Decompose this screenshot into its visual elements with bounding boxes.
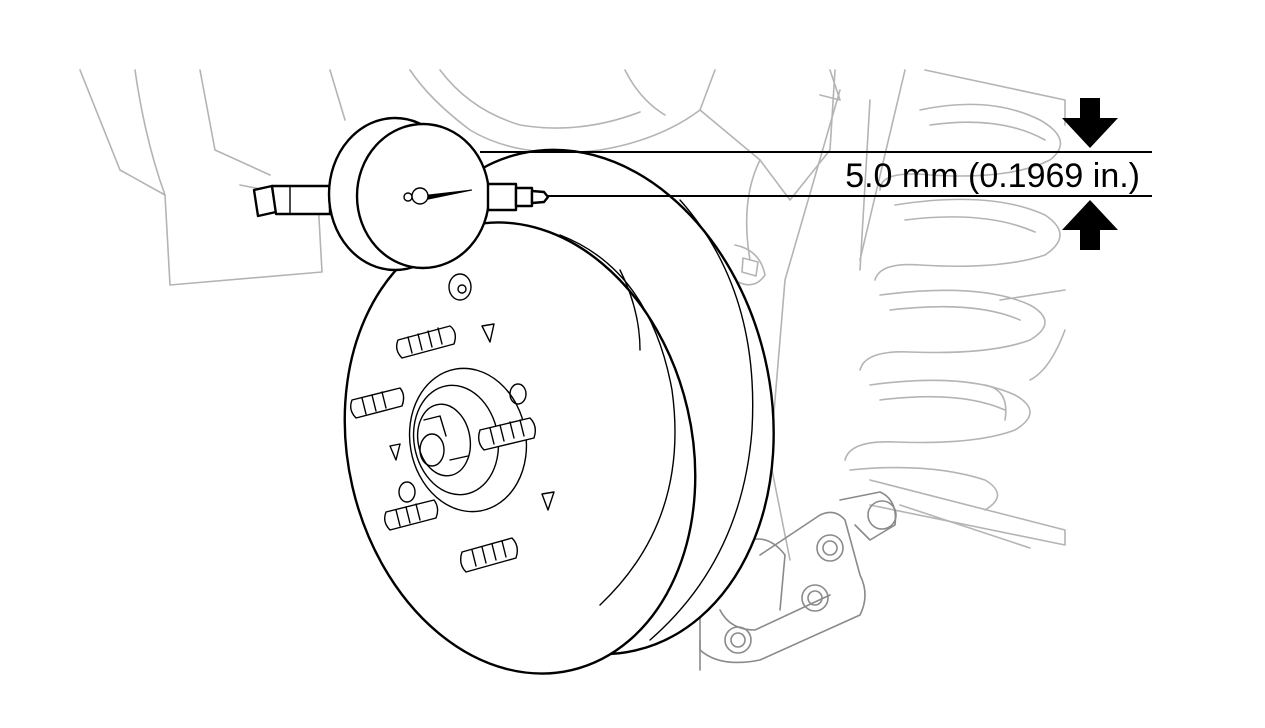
dimension-callout: 5.0 mm (0.1969 in.) — [480, 98, 1152, 250]
brake-disc — [343, 148, 775, 675]
hub-flange — [408, 367, 528, 513]
disc-mark — [541, 491, 555, 511]
wheel-stud — [477, 417, 537, 451]
dial-indicator — [252, 116, 550, 272]
wheel-stud — [349, 387, 405, 419]
hex-bolt — [801, 584, 829, 612]
disc-mark — [481, 323, 495, 343]
dimension-label: 5.0 mm (0.1969 in.) — [845, 157, 1140, 195]
disc-hole — [509, 383, 527, 405]
wheel-stud — [395, 325, 457, 359]
disc-hole — [398, 481, 416, 503]
wheel-stud — [383, 499, 439, 531]
disc-hole — [448, 273, 472, 301]
arrow-down-icon — [1062, 98, 1118, 148]
disc-mark — [389, 443, 401, 461]
hex-bolt — [816, 534, 844, 562]
hex-bolt — [724, 626, 752, 654]
coil-spring — [844, 103, 1062, 511]
lower-link-arm — [699, 491, 897, 671]
arrow-up-icon — [1062, 200, 1118, 250]
wheel-stud — [459, 537, 519, 573]
